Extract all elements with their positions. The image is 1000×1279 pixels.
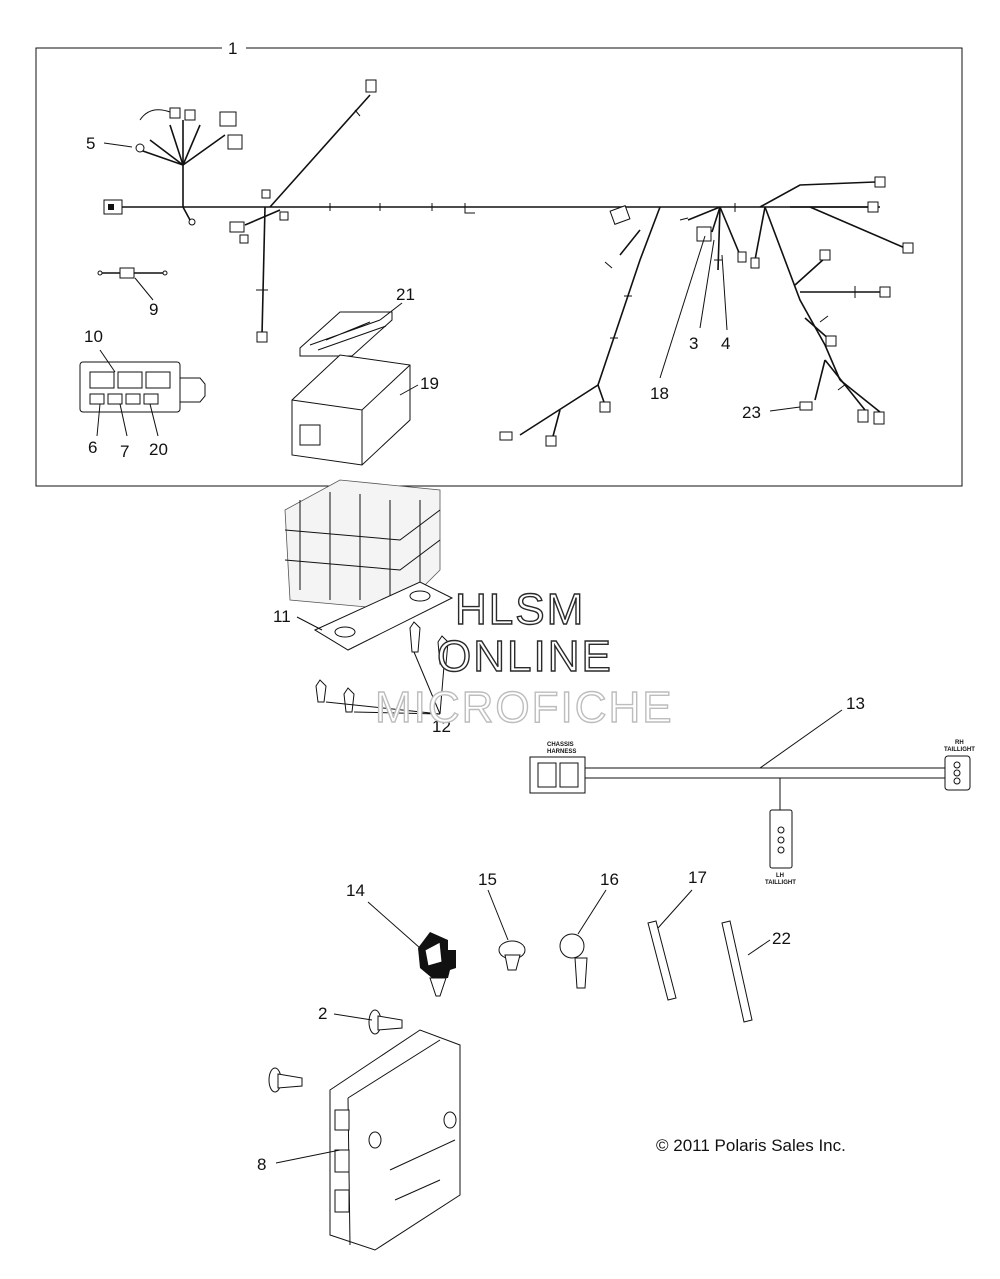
main-wire-harness [103,79,914,447]
rh-label-line1: RH [955,740,964,746]
chassis-label-line1: CHASSIS [547,742,574,748]
callout-6: 6 [88,438,97,457]
cable-tie-22 [721,920,753,1023]
callout-19: 19 [420,374,439,393]
callout-2: 2 [318,1004,327,1023]
connector-labels: CHASSIS HARNESS RH TAILLIGHT LH TAILLIGH… [547,740,975,886]
screws-12 [315,621,449,713]
fuse-block [284,479,441,611]
rh-label-line2: TAILLIGHT [944,747,975,753]
fuse-relay-box-10 [79,361,206,413]
watermark-line3: MICROFICHE [375,683,674,732]
callout-23: 23 [742,403,761,422]
harness-assembly-box [35,47,963,487]
callout-18: 18 [650,384,669,403]
callout-3: 3 [689,334,698,353]
callout-5: 5 [86,134,95,153]
fuse-label-21 [299,311,393,357]
watermark: HLSM ONLINE MICROFICHE [374,584,674,732]
callout-7: 7 [120,442,129,461]
callout-16: 16 [600,870,619,889]
taillight-harness-13 [529,755,971,869]
control-module-8 [329,1029,461,1251]
copyright-text: © 2011 Polaris Sales Inc. [656,1136,846,1155]
clamp-16 [559,933,588,989]
lh-label-line1: LH [776,873,784,879]
callout-21: 21 [396,285,415,304]
callout-numbers: 1 5 9 10 6 7 20 21 19 3 4 18 23 11 12 13… [84,39,865,1174]
callout-15: 15 [478,870,497,889]
callout-8: 8 [257,1155,266,1174]
mount-bracket-11 [313,581,454,651]
callout-10: 10 [84,327,103,346]
cable-tie-17 [647,920,677,1001]
clip-14 [418,932,456,997]
watermark-line2: ONLINE [437,632,613,681]
callout-13: 13 [846,694,865,713]
callout-20: 20 [149,440,168,459]
fuse-box-cover-19 [291,354,411,466]
leader-lines [96,142,843,1164]
watermark-line1: HLSM [455,585,585,634]
clip-15 [498,940,526,971]
callout-17: 17 [688,868,707,887]
callout-11: 11 [273,607,291,626]
chassis-label-line2: HARNESS [547,749,576,755]
callout-9: 9 [149,300,158,319]
callout-12: 12 [432,717,451,736]
callout-1: 1 [228,39,237,58]
callout-22: 22 [772,929,791,948]
lh-label-line2: TAILLIGHT [765,880,796,886]
callout-14: 14 [346,881,365,900]
callout-4: 4 [721,334,730,353]
push-rivet-2 [268,1009,403,1093]
fuse-holder-9 [97,267,168,279]
